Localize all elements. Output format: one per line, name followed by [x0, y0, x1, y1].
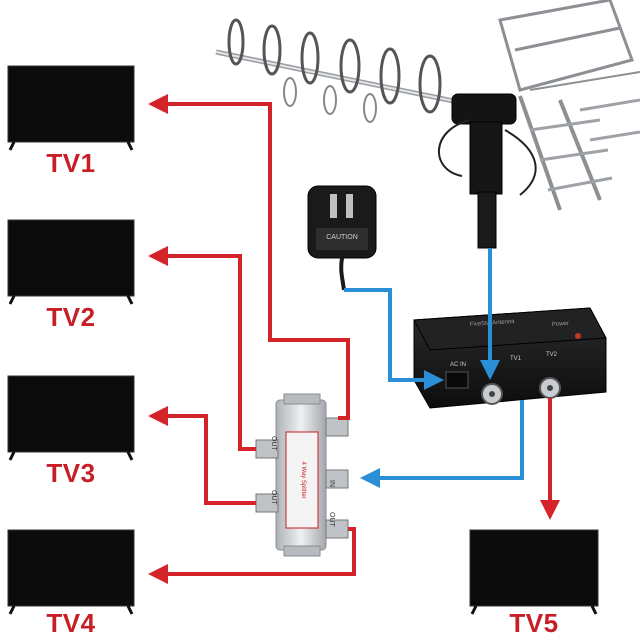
amplifier-power-text: Power [552, 321, 569, 328]
tv-icon [7, 219, 135, 297]
amplifier-port-tv2: TV2 [546, 352, 558, 358]
splitter-out-label-1: OUT [270, 436, 277, 452]
splitter-in-label: IN [328, 480, 335, 487]
antenna-icon [215, 0, 640, 249]
power-adapter-icon: CAUTION [307, 185, 377, 291]
tv1-label: TV1 [46, 148, 96, 178]
tv-5 [469, 529, 599, 615]
splitter-sticker: 4 Way Splitter [300, 461, 306, 498]
tv-icon [7, 65, 135, 143]
tv-icon [7, 375, 135, 453]
tv-4 [7, 529, 135, 615]
splitter-out-label-3: OUT [328, 512, 335, 528]
splitter-out-label-2: OUT [270, 490, 277, 506]
splitter-icon: 4 Way Splitter OUT OUT IN OUT [255, 393, 349, 557]
arrow-icon [148, 94, 350, 420]
adapter-label: CAUTION [326, 234, 358, 241]
arrow-icon [344, 288, 444, 390]
tv-icon [469, 529, 599, 607]
amplifier-brand: FiveStarAntenna [470, 319, 516, 328]
tv4-label: TV4 [46, 608, 96, 638]
tv5-label: TV5 [509, 608, 559, 638]
tv2-label: TV2 [46, 302, 96, 332]
arrow-icon [148, 406, 256, 505]
tv-3 [7, 375, 135, 461]
arrow-icon [148, 246, 256, 451]
amplifier-port-ac-in: AC IN [450, 362, 466, 368]
arrow-icon [360, 400, 524, 488]
arrow-icon [148, 527, 356, 584]
tv-2 [7, 219, 135, 305]
tv-icon [7, 529, 135, 607]
amplifier-box-icon: FiveStarAntenna Power AC IN TV1 TV2 [413, 307, 607, 409]
amplifier-port-tv1: TV1 [510, 356, 522, 362]
tv-1 [7, 65, 135, 151]
tv3-label: TV3 [46, 458, 96, 488]
